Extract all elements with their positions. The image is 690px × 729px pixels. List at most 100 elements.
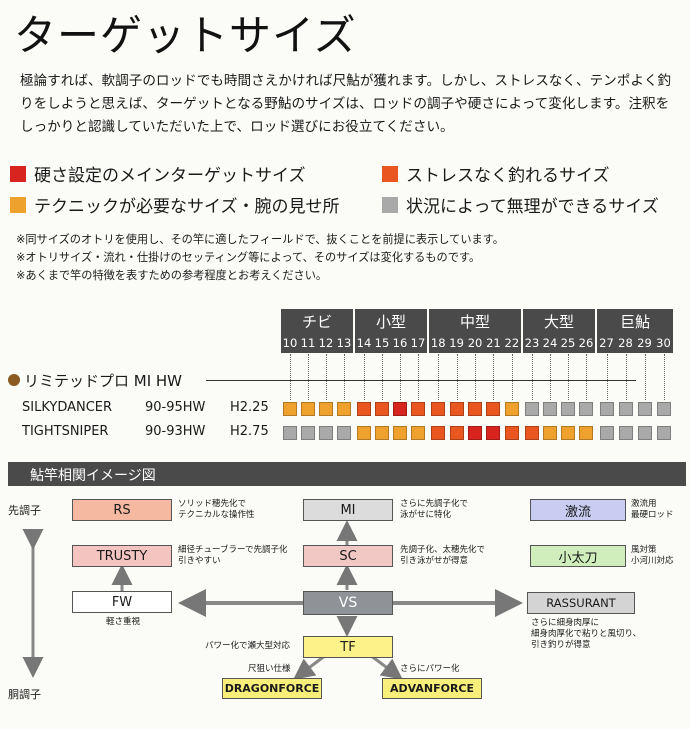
size-cell <box>579 426 593 440</box>
legend-item-situational: 状況によって無理ができるサイズ <box>382 192 659 217</box>
desc-fw: 軽さ重視 <box>106 617 141 627</box>
size-number: 14 <box>356 336 372 350</box>
size-cell <box>319 402 333 416</box>
size-number: 20 <box>467 336 483 350</box>
size-number: 16 <box>392 336 408 350</box>
note-2: ※オトリサイズ・流れ・仕掛けのセッティング等によって、そのサイズは変化するもので… <box>16 251 481 264</box>
desc-kodachi: 風対策 小河川対応 <box>631 545 674 566</box>
desc-advanforce: さらにパワー化 <box>400 664 460 674</box>
size-cell <box>283 402 297 416</box>
column-guide <box>438 354 440 400</box>
size-number: 18 <box>430 336 446 350</box>
column-guide <box>382 354 383 400</box>
size-cell <box>468 426 482 440</box>
diagram-arrows <box>22 520 523 680</box>
desc-rassurant: さらに細身肉厚に 細身肉厚化で粘りと風切り、 引き釣りが得意 <box>531 618 642 650</box>
rod-box-fw: FW <box>72 591 172 613</box>
desc-tf: パワー化で瀬大型対応 <box>205 641 291 651</box>
size-group-chugata: 中型 <box>429 309 521 333</box>
note-1: ※同サイズのオトリを使用し、その竿に適したフィールドで、抜くことを前提に表示して… <box>16 233 504 246</box>
rod-box-tf: TF <box>303 636 393 658</box>
size-cell <box>301 402 315 416</box>
desc-mi: さらに先調子化で 泳がせに特化 <box>400 499 469 520</box>
diagram-title-bar <box>8 462 686 486</box>
size-numbers-ogata: 23 24 25 26 <box>523 333 595 353</box>
size-cell <box>468 402 482 416</box>
size-number: 17 <box>410 336 426 350</box>
size-number: 10 <box>282 336 298 350</box>
size-cell <box>357 402 371 416</box>
legend-label: ストレスなく釣れるサイズ <box>406 166 610 186</box>
size-cell <box>504 402 519 416</box>
column-guide <box>532 354 533 400</box>
size-group-ogata: 大型 <box>523 309 595 333</box>
page-title: ターゲットサイズ <box>14 11 357 60</box>
size-cell <box>393 402 407 416</box>
size-number: 23 <box>524 336 540 350</box>
rod-hardness: H2.25 <box>230 400 269 415</box>
note-3: ※あくまで竿の特徴を表すための参考程度とお考えください。 <box>16 269 328 282</box>
desc-rs: ソリッド穂先化で テクニカルな操作性 <box>178 499 255 520</box>
size-cell <box>637 402 652 416</box>
size-cell <box>543 402 557 416</box>
bullet-icon <box>8 374 20 386</box>
size-number: 30 <box>656 336 671 350</box>
rod-box-trusty: TRUSTY <box>72 545 172 567</box>
divider <box>206 380 636 381</box>
axis-label-bottom: 胴調子 <box>8 688 41 701</box>
rod-hardness: H2.75 <box>230 424 269 439</box>
column-guide <box>364 354 365 400</box>
column-guide <box>606 354 608 400</box>
size-cell <box>449 402 464 416</box>
desc-trusty: 細径チューブラーで先調子化 引きやすい <box>178 545 288 566</box>
column-guide <box>308 354 309 400</box>
column-guide <box>326 354 327 400</box>
rod-box-mi: MI <box>303 499 393 521</box>
size-group-kyoayu: 巨鮎 <box>597 309 673 333</box>
column-guide <box>400 354 401 400</box>
size-cell <box>656 426 671 440</box>
size-cell <box>486 426 501 440</box>
size-number: 12 <box>318 336 334 350</box>
column-guide <box>568 354 569 400</box>
size-cell <box>411 426 425 440</box>
size-cell <box>319 426 333 440</box>
size-cell <box>525 402 539 416</box>
size-cell <box>599 426 614 440</box>
column-guide <box>456 354 458 400</box>
desc-sc: 先調子化、太穂先化で 引き泳がせが得意 <box>400 545 486 566</box>
size-cell <box>301 426 315 440</box>
size-cell <box>504 426 519 440</box>
rod-box-gekiryu: 激流 <box>530 499 626 521</box>
column-guide <box>475 354 476 400</box>
series-header: リミテッドプロ MI HW <box>24 372 183 390</box>
diagram-title: 鮎竿相関イメージ図 <box>30 468 156 484</box>
rod-name: SILKYDANCER <box>22 400 113 415</box>
legend-swatch-red <box>10 165 26 182</box>
rod-box-dragonforce: DRAGONFORCE <box>222 678 322 699</box>
size-number: 13 <box>336 336 352 350</box>
size-cell <box>561 402 575 416</box>
column-guide <box>625 354 627 400</box>
legend-swatch-redorange <box>382 165 398 182</box>
rod-spec: 90-93HW <box>145 424 206 439</box>
legend-label: 状況によって無理ができるサイズ <box>406 197 659 217</box>
rod-box-sc: SC <box>303 545 393 567</box>
column-guide <box>290 354 291 400</box>
size-number: 22 <box>504 336 520 350</box>
size-cell <box>618 426 633 440</box>
size-numbers-kogata: 14 15 16 17 <box>355 333 427 353</box>
size-cell <box>411 402 425 416</box>
legend-swatch-orange <box>10 196 26 213</box>
axis-label-top: 先調子 <box>8 504 41 517</box>
size-cell <box>393 426 407 440</box>
column-guide <box>644 354 646 400</box>
size-cell <box>486 402 501 416</box>
size-cell <box>375 426 389 440</box>
legend-item-main-target: 硬さ設定のメインターゲットサイズ <box>10 161 306 186</box>
size-cell <box>283 426 297 440</box>
size-cell <box>525 426 539 440</box>
size-number: 19 <box>449 336 464 350</box>
legend-item-technique: テクニックが必要なサイズ・腕の見せ所 <box>10 192 340 217</box>
size-number: 29 <box>637 336 652 350</box>
